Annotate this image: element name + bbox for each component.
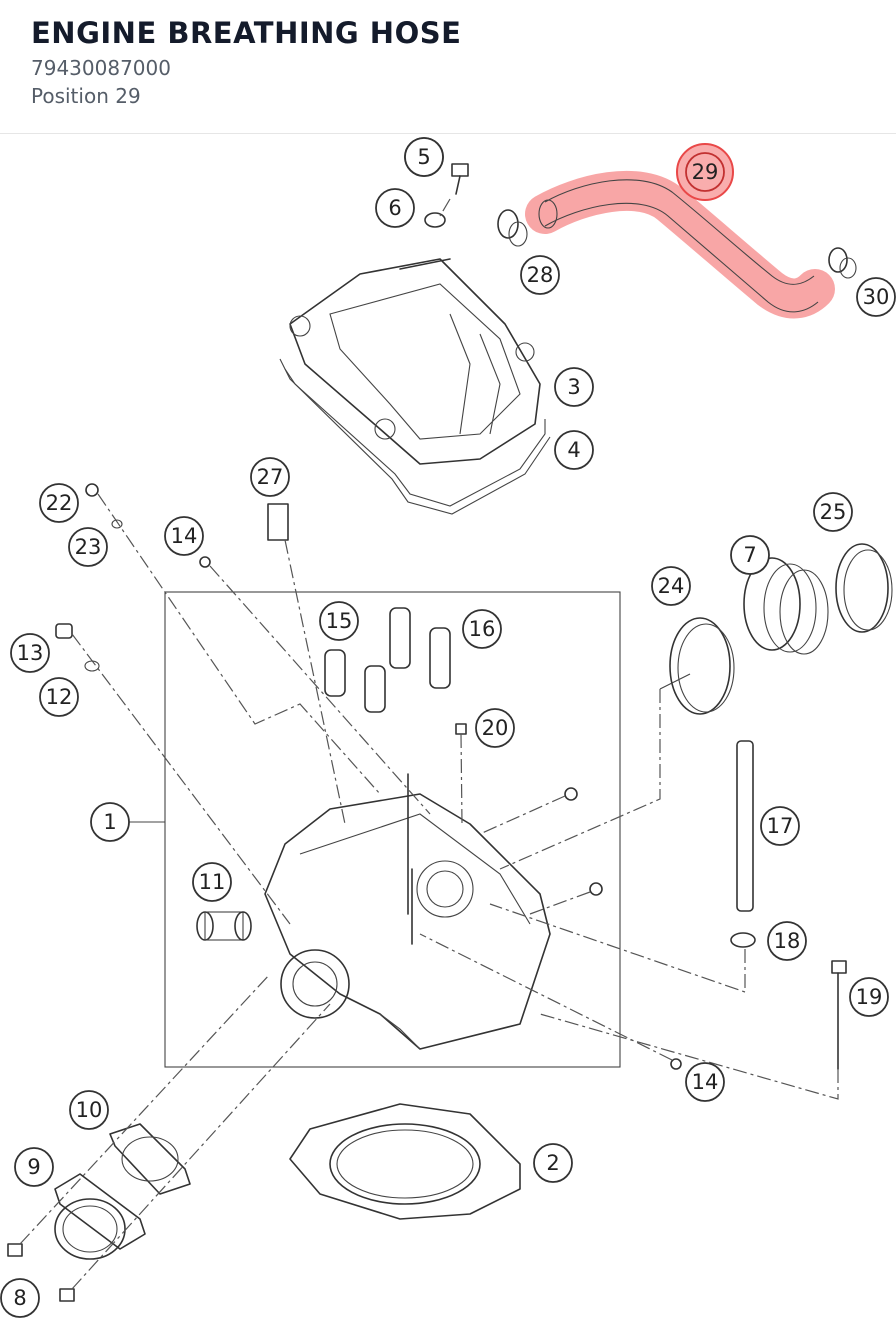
screw-14-upper [199, 556, 431, 815]
screw-14-lower [419, 933, 682, 1070]
diagram-svg [7, 137, 893, 1302]
seal-ring-12 [84, 660, 100, 672]
bolt-lateral [479, 787, 603, 915]
screw-22 [85, 483, 381, 795]
part-position: Position 29 [31, 84, 141, 108]
sensor-27 [267, 503, 346, 825]
hose-clamp-24 [499, 617, 735, 870]
stud-17 [736, 740, 754, 912]
bushing-11 [196, 911, 252, 941]
head-gasket-2 [289, 1103, 521, 1220]
callout-5[interactable] [404, 137, 444, 177]
hose-clamp-30 [828, 247, 857, 279]
screw-19 [539, 960, 847, 1100]
cylinder-head-frame [164, 591, 621, 1068]
valve-cover-gasket-4 [279, 358, 551, 515]
washer-6 [424, 198, 451, 228]
bolt-8 [7, 973, 331, 1302]
exploded-parts-diagram [0, 134, 896, 1335]
valve-cover-3 [289, 258, 541, 465]
part-title: ENGINE BREATHING HOSE [31, 16, 462, 50]
washer-18 [489, 903, 756, 993]
seal-23 [111, 519, 123, 529]
intake-flange-7 [743, 557, 829, 655]
valve-guides-16 [389, 607, 451, 689]
part-header: ENGINE BREATHING HOSE 79430087000 Positi… [0, 0, 896, 134]
plug-13 [55, 623, 291, 925]
part-number: 79430087000 [31, 56, 171, 80]
bolt-20 [455, 723, 467, 825]
screw-5 [451, 163, 469, 195]
breathing-hose-highlight[interactable] [525, 171, 835, 319]
callout-29-highlight[interactable] [676, 143, 734, 201]
cylinder-head-1 [264, 793, 551, 1050]
hose-clamp-25 [835, 543, 893, 633]
hose-clamp-28 [497, 209, 528, 247]
gasket-10 [109, 1123, 191, 1195]
valve-guides-15 [324, 649, 386, 713]
exhaust-flange-9 [54, 1173, 146, 1260]
